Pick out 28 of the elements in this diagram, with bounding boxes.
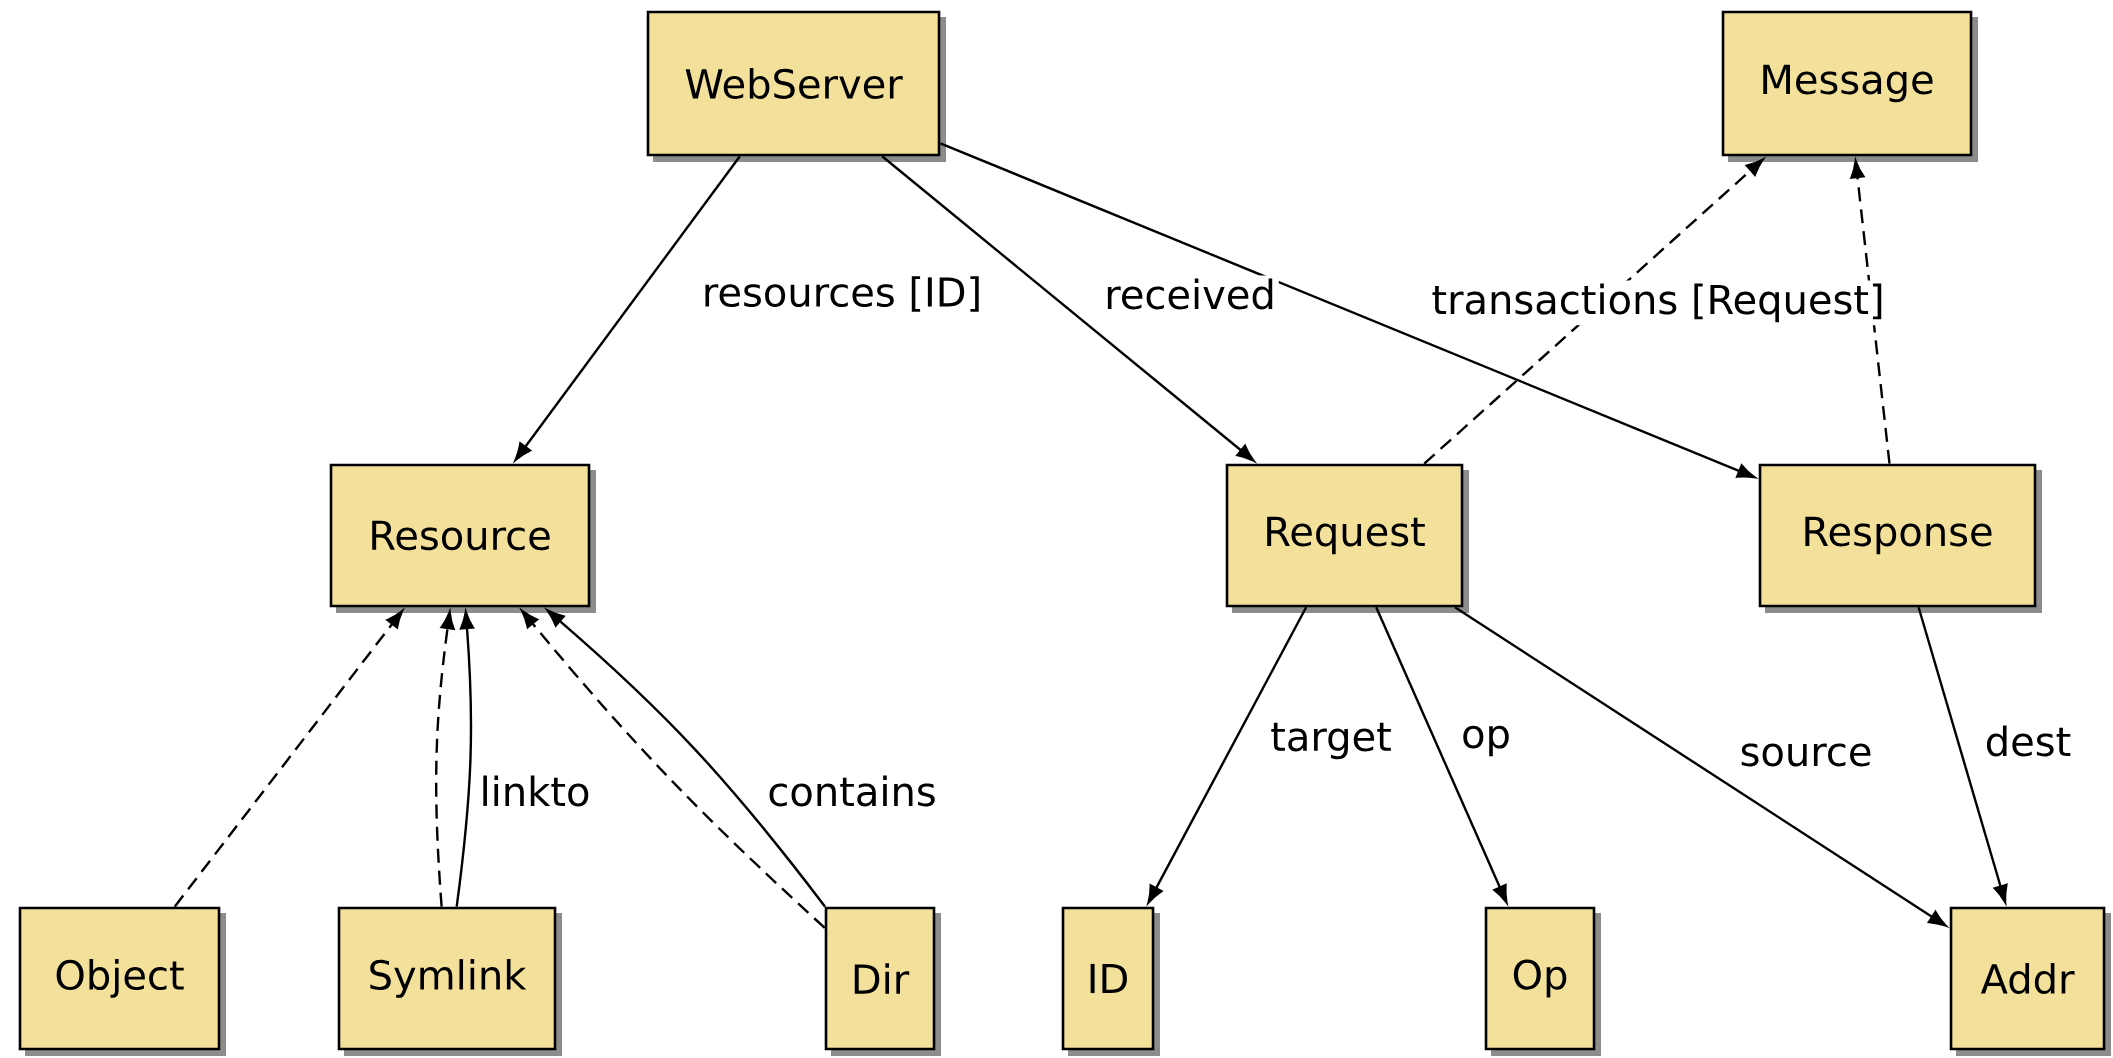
- class-box: ID: [1061, 906, 1160, 1056]
- edge-label: dest: [1981, 722, 2075, 760]
- arrow: [881, 155, 1255, 462]
- class-box: WebServer: [646, 10, 946, 162]
- arrow: [514, 155, 741, 461]
- class-box: Response: [1758, 463, 2042, 613]
- class-box: Op: [1484, 906, 1601, 1056]
- edge-label: resources [ID]: [698, 273, 986, 315]
- edge-label: transactions [Request]: [1428, 280, 1888, 326]
- class-box: Message: [1721, 10, 1978, 162]
- arrow: [1147, 606, 1308, 904]
- class-box: Addr: [1949, 906, 2111, 1056]
- edge-label: target: [1267, 719, 1395, 763]
- arrow: [939, 142, 1756, 479]
- class-box: Object: [18, 906, 226, 1056]
- arrow: [1375, 606, 1508, 904]
- class-box: Dir: [824, 906, 941, 1056]
- class-box: Symlink: [337, 906, 562, 1056]
- edge-label: linkto: [476, 772, 594, 810]
- edge-label: contains: [764, 772, 940, 810]
- edge-label: op: [1458, 722, 1514, 760]
- class-box: Request: [1225, 463, 1469, 613]
- arrow: [1423, 158, 1764, 465]
- class-box: Resource: [329, 463, 596, 613]
- edge-label: received: [1101, 275, 1279, 313]
- arrow: [1454, 606, 1947, 927]
- edge-label: source: [1736, 740, 1876, 770]
- arrow: [173, 610, 404, 908]
